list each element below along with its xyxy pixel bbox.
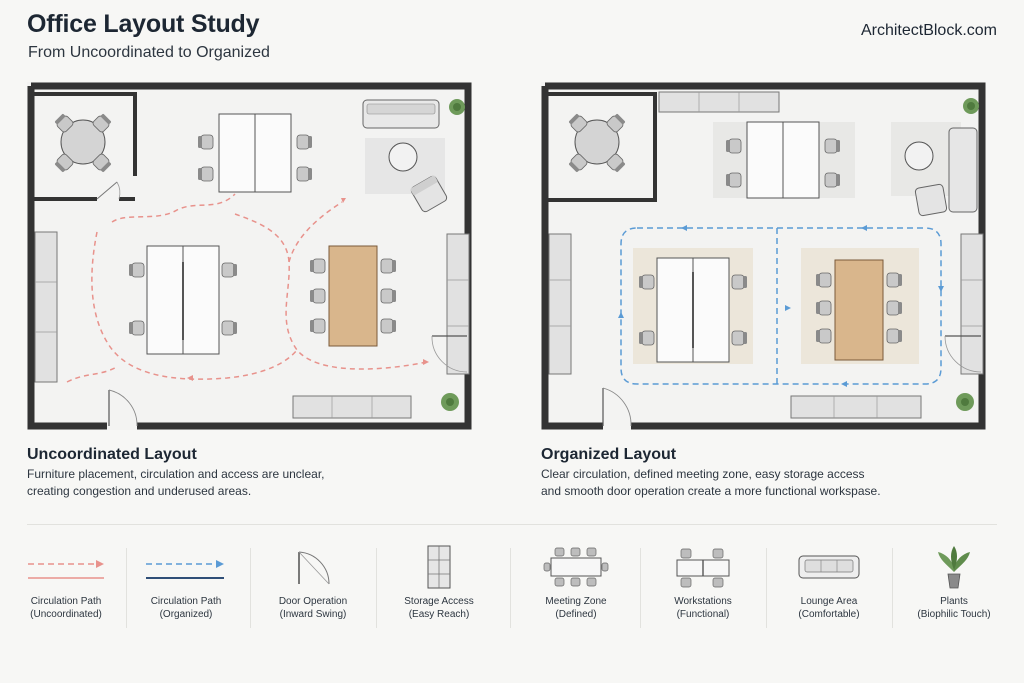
uncoordinated-floor-plan <box>27 82 472 430</box>
page-subtitle: From Uncoordinated to Organized <box>28 44 270 61</box>
legend-sublabel: (Inward Swing) <box>279 609 347 620</box>
legend-item-door-operation: Door Operation (Inward Swing) <box>254 540 372 632</box>
organized-title: Organized Layout <box>541 446 677 463</box>
door-swing-icon <box>298 551 330 585</box>
red-dashed-arrow-icon <box>28 560 104 579</box>
legend-item-workstations: Workstations (Functional) <box>644 540 762 632</box>
sofa-icon <box>798 555 860 579</box>
organized-description-line2: and smooth door operation create a more … <box>541 484 881 498</box>
legend-sublabel: (Organized) <box>159 609 213 620</box>
legend-label: Meeting Zone <box>545 596 607 607</box>
legend-item-meeting-zone: Meeting Zone (Defined) <box>514 540 638 632</box>
legend-label: Lounge Area <box>800 596 858 607</box>
legend-label: Circulation Path <box>150 596 222 607</box>
organized-floor-plan <box>541 82 986 430</box>
storage-icon <box>427 545 451 589</box>
plant-icon <box>938 546 970 589</box>
brand-name: ArchitectBlock.com <box>860 22 997 39</box>
legend-item-circulation-uncoordinated: Circulation Path (Uncoordinated) <box>8 540 124 632</box>
legend-item-circulation-organized: Circulation Path (Organized) <box>128 540 244 632</box>
legend-label: Workstations <box>674 596 732 607</box>
legend-label: Plants <box>940 596 968 607</box>
legend-item-lounge-area: Lounge Area (Comfortable) <box>770 540 888 632</box>
legend: Circulation Path (Uncoordinated) Circula… <box>0 540 1024 640</box>
legend-sublabel: (Uncoordinated) <box>30 609 102 620</box>
workstation-icon <box>676 548 730 588</box>
organized-description: Clear circulation, defined meeting zone,… <box>541 466 961 500</box>
legend-item-storage-access: Storage Access (Easy Reach) <box>380 540 498 632</box>
legend-item-plants: Plants (Biophilic Touch) <box>896 540 1012 632</box>
legend-sublabel: (Defined) <box>555 609 597 620</box>
legend-label: Door Operation <box>278 596 348 607</box>
legend-sublabel: (Functional) <box>676 609 730 620</box>
legend-sublabel: (Comfortable) <box>798 609 860 620</box>
legend-sublabel: (Easy Reach) <box>408 609 470 620</box>
legend-label: Circulation Path <box>30 596 102 607</box>
uncoordinated-description-line1: Furniture placement, circulation and acc… <box>27 467 325 481</box>
blue-dashed-arrow-icon <box>146 560 224 579</box>
legend-divider <box>27 524 997 525</box>
organized-description-line1: Clear circulation, defined meeting zone,… <box>541 467 865 481</box>
legend-label: Storage Access <box>404 596 474 607</box>
legend-sublabel: (Biophilic Touch) <box>917 609 991 620</box>
uncoordinated-description-line2: creating congestion and underused areas. <box>27 484 252 498</box>
meeting-table-icon <box>543 547 609 587</box>
uncoordinated-description: Furniture placement, circulation and acc… <box>27 466 407 500</box>
page-title: Office Layout Study <box>27 10 260 38</box>
uncoordinated-title: Uncoordinated Layout <box>27 446 197 463</box>
